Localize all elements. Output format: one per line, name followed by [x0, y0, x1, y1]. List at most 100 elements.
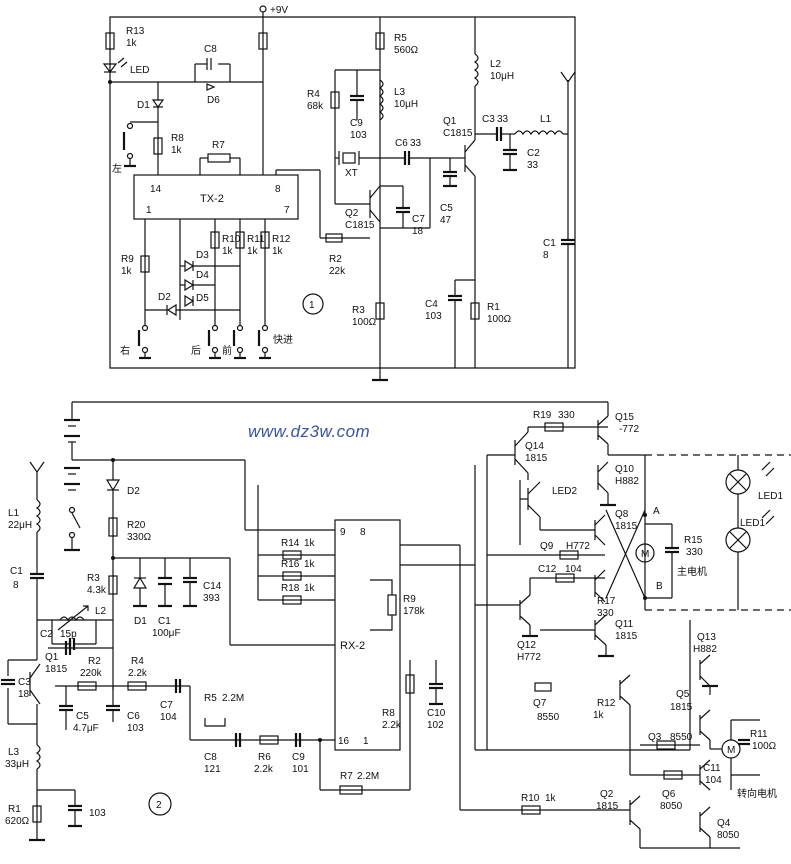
- c2-value: 15p: [60, 629, 77, 640]
- c8-ref: C8: [204, 752, 217, 763]
- c1b-ref: C1: [158, 616, 171, 627]
- fast-button-label: 快进: [273, 334, 293, 346]
- c7-ref: C7: [412, 214, 425, 225]
- c1-value: 8: [543, 250, 549, 261]
- c10-value: 102: [427, 720, 444, 731]
- q14-value: 1815: [525, 453, 548, 464]
- resistor-r18: [282, 595, 302, 605]
- r16-ref: R16: [281, 559, 300, 570]
- c4-ref: C4: [425, 299, 438, 310]
- l2-value: 10μH: [490, 71, 514, 82]
- circuit2-number: 2: [156, 800, 162, 811]
- q2-value: C1815: [345, 220, 375, 231]
- r5-value: 2.2M: [222, 693, 244, 704]
- left-button-label: 左: [112, 162, 122, 175]
- inductor-l2: [473, 53, 479, 87]
- resistor-r12: [260, 231, 270, 249]
- supply-terminal: [259, 5, 267, 13]
- r12-value: 8550: [537, 712, 560, 723]
- r4-ref: R4: [131, 656, 144, 667]
- r3-value: 4.3k: [87, 585, 107, 596]
- r15-ref: Q9: [540, 541, 554, 552]
- l1-ref: L1: [540, 114, 552, 125]
- q6-value: 104: [705, 775, 722, 786]
- resistor-r2: [325, 233, 343, 243]
- c6-ref: C6: [395, 138, 408, 149]
- resistor-r6: [259, 735, 279, 745]
- q2-value: 1815: [596, 801, 619, 812]
- r2-ref: R2: [88, 656, 101, 667]
- c1-ref: C1: [10, 566, 23, 577]
- r9-value: 1k: [121, 266, 133, 277]
- c2-ref: C2: [40, 629, 53, 640]
- r20-ref: R20: [127, 520, 146, 531]
- watermark: www.dz3w.com: [248, 422, 370, 441]
- c12-value: 330: [686, 547, 703, 558]
- q7-value: H882: [693, 644, 717, 655]
- l3-value: 10μH: [394, 99, 418, 110]
- q15-ref: Q15: [615, 412, 634, 423]
- resistor-r7: [207, 153, 231, 163]
- front-button-label: 前: [222, 344, 232, 357]
- q4-ref: Q4: [717, 818, 731, 829]
- l1-ref: L1: [8, 508, 20, 519]
- c3-value: 18: [18, 689, 30, 700]
- q5-ref: R12: [597, 698, 616, 709]
- r11-value: 8550: [670, 732, 693, 743]
- main-motor-label: 主电机: [677, 565, 707, 578]
- resistor-r10: [210, 231, 220, 249]
- d2-diode-icon: [105, 479, 121, 492]
- resistor-r4: [127, 681, 147, 691]
- d1-diode-icon: [132, 576, 148, 589]
- r20-value: 330Ω: [127, 532, 152, 543]
- r8-value: 2.2k: [382, 720, 402, 731]
- c1-ref: C1: [543, 238, 556, 249]
- r18-value: 1k: [304, 583, 316, 594]
- c3-value: 33: [497, 114, 509, 125]
- c3-ref: C3: [482, 114, 495, 125]
- r2-ref: R2: [329, 254, 342, 265]
- tx2-chip: [133, 174, 299, 220]
- resistor-r13: [105, 32, 115, 50]
- d1-ref: D1: [134, 616, 147, 627]
- q3-ref: Q5: [676, 689, 690, 700]
- right-button-label: 右: [120, 344, 130, 357]
- q1-ref: Q1: [45, 652, 59, 663]
- q4-value: 8050: [717, 830, 740, 841]
- q15-value: -772: [619, 424, 639, 435]
- resistor-r8: [153, 137, 163, 155]
- d4-diode-icon: [184, 278, 195, 292]
- resistor-r4: [330, 91, 340, 109]
- r10-ref: R10: [521, 793, 540, 804]
- c9-ref: C9: [292, 752, 305, 763]
- r5-ref: R5: [204, 693, 217, 704]
- resistor-r20: [108, 517, 118, 537]
- r9-value: 178k: [403, 606, 426, 617]
- r4-value: 68k: [307, 101, 324, 112]
- r3-value: 100Ω: [352, 317, 377, 328]
- svg-text:M: M: [727, 745, 735, 756]
- q12-ref: R17: [597, 596, 616, 607]
- c6-value: 33: [410, 138, 422, 149]
- q13-ref: Q11: [615, 619, 634, 630]
- d5-diode-icon: [184, 294, 195, 308]
- resistor-r5: [204, 718, 226, 727]
- q11-value: H772: [517, 652, 541, 663]
- c2-ref: C2: [527, 148, 540, 159]
- c1b-value: 100μF: [152, 628, 181, 639]
- r11-ref: R11: [247, 234, 265, 245]
- c2-value: 33: [527, 160, 539, 171]
- antenna-icon: [560, 71, 576, 84]
- d2-ref: D2: [158, 292, 171, 303]
- r13-value: 8050: [660, 801, 683, 812]
- r9-ref: R9: [121, 254, 134, 265]
- q2-ref: Q2: [345, 208, 359, 219]
- resistor-r8: [405, 674, 415, 694]
- r1-ref: R1: [8, 804, 21, 815]
- q5-value: 1k: [593, 710, 605, 721]
- resistor-r15: [559, 550, 579, 560]
- r14-value: 1k: [304, 538, 316, 549]
- l2-ref: L2: [490, 59, 502, 70]
